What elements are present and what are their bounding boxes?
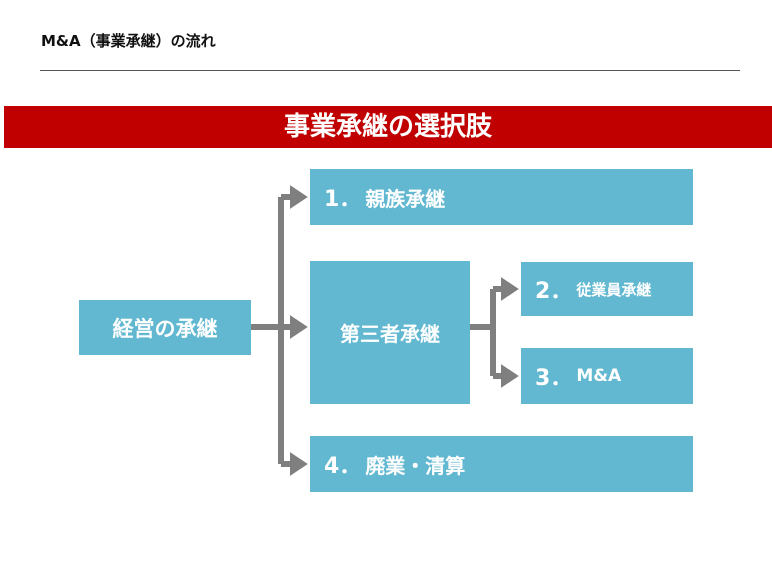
option-number: 1． xyxy=(324,187,362,212)
box-third-party-succession: 第三者承継 xyxy=(310,261,470,404)
title-divider xyxy=(40,70,740,71)
box-option-ma: 3． M&A xyxy=(521,348,693,404)
box-label: 第三者承継 xyxy=(340,322,440,346)
section-banner: 事業承継の選択肢 xyxy=(4,106,772,148)
option-label: 廃業・清算 xyxy=(365,453,466,478)
box-option-employee: 2． 従業員承継 xyxy=(521,262,693,316)
box-option-closure: 4． 廃業・清算 xyxy=(310,436,693,492)
option-number: 3． xyxy=(535,366,573,391)
option-number: 2． xyxy=(535,279,573,304)
page-title: M&A（事業承継）の流れ xyxy=(41,32,216,50)
box-label: 経営の承継 xyxy=(112,316,218,341)
option-label: M&A xyxy=(576,366,622,386)
option-label: 従業員承継 xyxy=(576,280,652,299)
box-business-succession: 経営の承継 xyxy=(79,300,251,355)
box-option-family: 1． 親族承継 xyxy=(310,169,693,225)
option-number: 4． xyxy=(324,454,362,479)
option-label: 親族承継 xyxy=(365,186,446,211)
